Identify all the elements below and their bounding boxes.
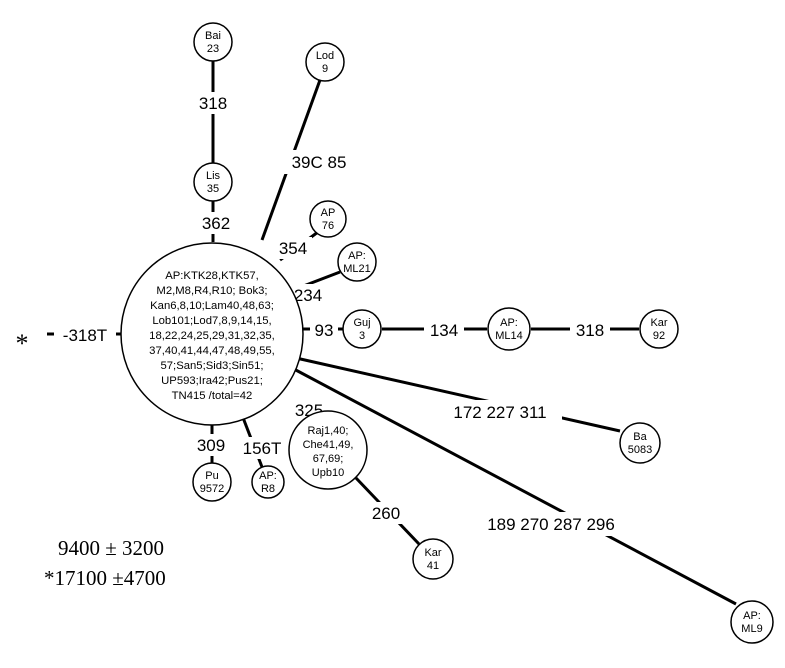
mutation-label: 172 227 311: [453, 403, 546, 422]
node-label: AP:: [259, 470, 277, 482]
node-count: ML9: [741, 623, 762, 635]
node-count: 5083: [628, 444, 652, 456]
mutation-label: 189 270 287 296: [487, 515, 615, 534]
node-label: AP:: [348, 250, 366, 262]
mutation-label: 93: [315, 321, 334, 340]
node-count: 23: [207, 43, 219, 55]
node-label: AP:: [500, 317, 518, 329]
node-count: 35: [207, 183, 219, 195]
node-label: Pu: [205, 470, 218, 482]
node-label: Ba: [633, 431, 647, 443]
hub-line: AP:KTK28,KTK57,: [165, 270, 259, 282]
mutation-label: -318T: [63, 326, 107, 345]
node-ap-r8: AP: R8: [251, 465, 285, 499]
mutation-label: 354: [279, 239, 307, 258]
mutation-label: 156T: [243, 439, 282, 458]
mutation-label: 362: [202, 214, 230, 233]
node-label: Lod: [316, 50, 334, 62]
node-label: 67,69;: [313, 453, 344, 465]
mutation-label: 318: [199, 94, 227, 113]
node-count: 92: [653, 330, 665, 342]
node-count: ML21: [343, 263, 371, 275]
node-count: 9: [322, 63, 328, 75]
node-ap-ml14: AP: ML14: [487, 307, 531, 351]
edge-hub-ba: [295, 356, 621, 433]
mutation-label: 39C 85: [292, 153, 347, 172]
hub-line: 57;San5;Sid3;Sin51;: [160, 360, 263, 372]
node-label: AP: [321, 207, 336, 219]
node-bai: Bai 23: [193, 22, 233, 62]
node-guj: Guj 3: [342, 309, 382, 349]
node-kar92: Kar 92: [639, 309, 679, 349]
mutation-labels: 318 362 39C 85 354 234 93 134 318 172 22…: [54, 92, 632, 536]
hub-line: TN415 /total=42: [172, 390, 253, 402]
node-count: 9572: [200, 483, 224, 495]
node-pu: Pu 9572: [192, 462, 232, 502]
node-count: 41: [427, 560, 439, 572]
root-marker: *: [16, 329, 29, 358]
mutation-label: 134: [430, 321, 458, 340]
hub-line: Kan6,8,10;Lam40,48,63;: [150, 300, 274, 312]
hub-line: 18,22,24,25,29,31,32,35,: [149, 330, 275, 342]
node-ap76: AP 76: [309, 200, 347, 238]
node-label: Guj: [353, 317, 370, 329]
mutation-label: 260: [372, 504, 400, 523]
age-estimate-root: *17100 ±4700: [44, 566, 166, 590]
mutation-label: 318: [576, 321, 604, 340]
node-label: Lis: [206, 170, 221, 182]
node-kar41: Kar 41: [412, 538, 454, 580]
node-lod: Lod 9: [305, 42, 345, 82]
mutation-label: 309: [197, 436, 225, 455]
node-ap-ml21: AP: ML21: [337, 242, 377, 282]
node-label: Bai: [205, 30, 221, 42]
node-label: Upb10: [312, 467, 344, 479]
node-count: ML14: [495, 330, 523, 342]
node-label: Raj1,40;: [308, 425, 349, 437]
age-estimate: 9400 ± 3200: [58, 536, 164, 560]
node-label: AP:: [743, 610, 761, 622]
hub-line: UP593;Ira42;Pus21;: [161, 375, 263, 387]
mutation-label: 234: [294, 286, 322, 305]
node-count: 3: [359, 330, 365, 342]
hub-line: 37,40,41,44,47,48,49,55,: [149, 345, 275, 357]
node-label: Che41,49,: [303, 439, 354, 451]
edge-hub-apml9: [291, 366, 737, 606]
node-lis: Lis 35: [193, 162, 233, 202]
node-count: R8: [261, 483, 275, 495]
node-ap-ml9: AP: ML9: [730, 600, 774, 644]
hub-line: Lob101;Lod7,8,9,14,15,: [152, 315, 271, 327]
node-raj-che-upb: Raj1,40; Che41,49, 67,69; Upb10: [288, 410, 368, 490]
node-ba: Ba 5083: [619, 422, 661, 464]
node-count: 76: [322, 220, 334, 232]
hub-line: M2,M8,R4,R10; Bok3;: [156, 285, 267, 297]
node-label: Kar: [424, 547, 441, 559]
node-label: Kar: [650, 317, 667, 329]
hub-node: AP:KTK28,KTK57, M2,M8,R4,R10; Bok3; Kan6…: [120, 242, 304, 426]
